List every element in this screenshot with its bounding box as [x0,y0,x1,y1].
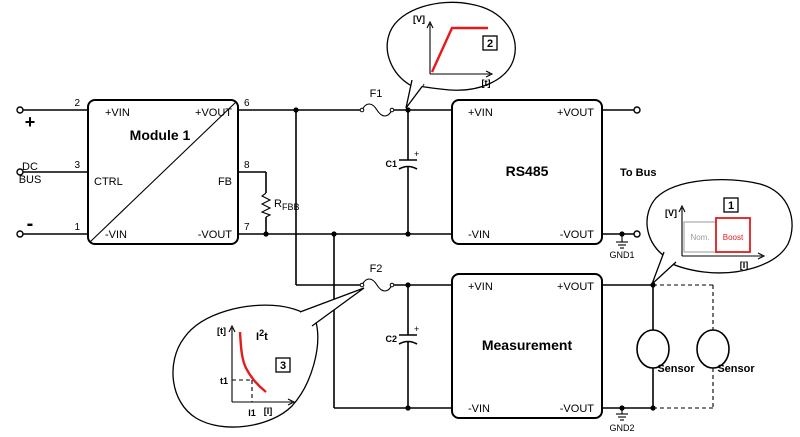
callout-3: [t] [I] t1 I1 I2t 3 [172,287,365,428]
fuse-f1: F1 [359,88,395,117]
gnd1-symbol: GND1 [609,241,635,260]
pin-8: 8 [244,160,250,171]
callout-3-i2t-t: t [264,331,268,343]
measurement-block: Measurement +VIN +VOUT -VIN -VOUT [451,273,603,419]
rs485-vin-neg: -VIN [468,229,490,241]
callout-1-boost: Boost [723,233,744,242]
pin-3: 3 [74,160,80,171]
module-1-block: Module 1 +VIN +VOUT CTRL FB -VIN -VOUT 2… [74,98,250,245]
resistor-name: R [274,198,282,210]
pin-1: 1 [74,222,80,233]
module-1-vout-pos: +VOUT [195,107,232,119]
callout-3-t1: t1 [220,376,228,386]
capacitor-c2-label: C2 [385,334,397,344]
measurement-vin-neg: -VIN [468,403,490,415]
svg-text:RFBB: RFBB [274,198,299,212]
callout-2-curve [430,26,488,73]
sensor-a-label: Sensor [657,363,695,375]
wires [22,109,714,414]
capacitor-c1-label: C1 [385,159,397,169]
capacitor-c2: C2 + [385,324,419,345]
module-1-title: Module 1 [130,127,191,143]
module-1-vout-neg: -VOUT [198,229,233,241]
callout-3-i1: I1 [248,408,256,418]
gnd2-label: GND2 [609,423,634,433]
callout-1-x-axis: [I] [740,260,749,270]
callout-2-x-axis: [t] [482,78,491,88]
callout-3-i2t-base: I [256,331,259,343]
rs485-vout-pos: +VOUT [557,107,594,119]
module-1-vin-neg: -VIN [105,229,127,241]
callout-3-curve [238,331,267,393]
pin-6: 6 [244,98,250,109]
capacitor-c1: C1 + [385,149,419,170]
capacitor-c2-plus: + [414,324,419,334]
callout-3-y-axis: [t] [217,326,226,336]
svg-text:I2t: I2t [256,328,268,343]
resistor-sub: FBB [282,202,300,212]
callout-1-nom: Nom. [690,233,709,242]
sensor-b: Sensor [696,329,755,375]
callout-1: Nom. Boost [V] [I] 1 [646,178,793,285]
callout-2-y-axis: [V] [413,14,425,24]
callout-2: [V] [t] 2 [386,1,516,109]
resistor-rfbb: RFBB [260,192,299,218]
gnd2-symbol: GND2 [609,413,635,433]
module-1-fb: FB [218,176,232,188]
callout-1-y-axis: [V] [665,208,677,218]
junction-dots [263,107,656,411]
rs485-vout-neg: -VOUT [560,229,595,241]
callout-3-i2t-exp: 2 [259,328,264,338]
rs485-vin-pos: +VIN [468,107,493,119]
to-bus-label: To Bus [620,167,656,179]
module-1-vin-pos: +VIN [105,107,130,119]
dc-bus-plus: + [25,112,36,132]
dc-bus-label-2: BUS [19,174,42,186]
sensor-b-label: Sensor [717,363,755,375]
callout-2-number: 2 [487,38,493,50]
rs485-title: RS485 [506,163,549,179]
callout-3-number: 3 [280,360,286,372]
dc-bus-label-1: DC [22,161,38,173]
measurement-vout-pos: +VOUT [557,281,594,293]
measurement-vout-neg: -VOUT [560,403,595,415]
fuse-f2-label: F2 [370,263,383,275]
pin-2: 2 [74,98,80,109]
measurement-title: Measurement [482,337,573,353]
rs485-block: RS485 +VIN +VOUT -VIN -VOUT [451,99,603,245]
measurement-vin-pos: +VIN [468,281,493,293]
module-1-ctrl: CTRL [94,176,123,188]
dc-bus-minus: - [27,213,34,235]
sensor-a: Sensor [636,329,695,375]
callout-1-number: 1 [728,200,734,212]
callout-3-x-axis: [I] [264,406,273,416]
gnd1-label: GND1 [609,250,634,260]
fuse-f1-label: F1 [370,88,383,100]
fuse-f2: F2 [359,263,395,292]
capacitor-c1-plus: + [414,149,419,159]
terminals [16,106,641,238]
pin-7: 7 [244,222,250,233]
